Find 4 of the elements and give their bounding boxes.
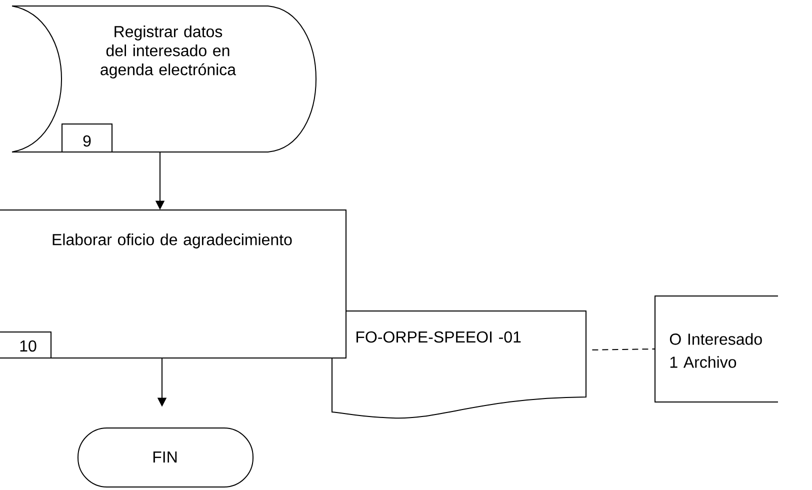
connector [592, 348, 656, 350]
display-box: Registrar datos del interesado en agenda electrónica 9 [12, 6, 316, 152]
process-box: Elaborar oficio de agradecimiento 10 [0, 210, 346, 358]
distribution-bracket: O Interesado 1 Archivo [654, 296, 778, 402]
